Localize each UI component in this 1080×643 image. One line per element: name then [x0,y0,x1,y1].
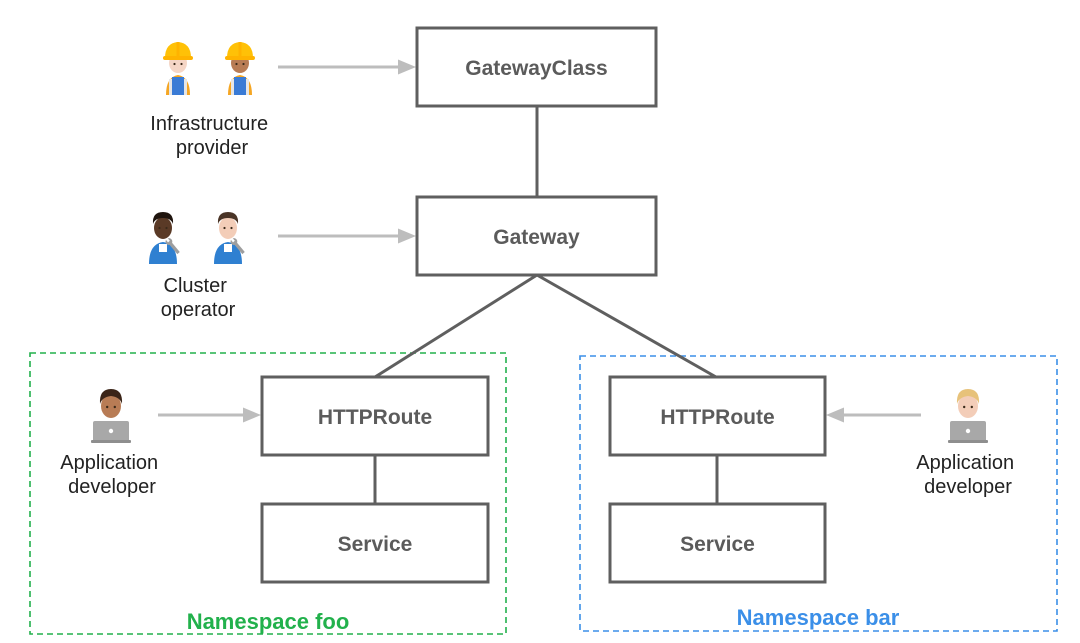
edge-gateway-httproute-foo [374,273,538,379]
arrow-appdev-bar-to-httproute [826,407,921,423]
technologist-icon [91,389,131,443]
arrow-operator-to-gateway [278,228,416,244]
service-foo-node: Service [260,502,490,584]
service-bar-node: Service [608,502,827,584]
gatewayclass-label: GatewayClass [465,57,607,80]
mechanic-icon [149,212,182,264]
httproute-foo-label: HTTPRoute [318,406,432,429]
application-developer-bar-label: Application developer [916,452,1019,498]
infrastructure-provider-label: Infrastructure provider [150,113,273,159]
technologist-icon [948,389,988,443]
construction-worker-icon [163,42,193,95]
construction-worker-icon [225,42,255,95]
arrow-appdev-foo-to-httproute [158,407,261,423]
httproute-bar-node: HTTPRoute [608,375,827,457]
cluster-operator-label: Cluster operator [161,275,236,321]
namespace-bar-border [579,355,1058,632]
gatewayclass-node: GatewayClass [415,26,658,108]
namespace-foo-label: Namespace foo [187,609,350,634]
gateway-node: Gateway [415,195,658,277]
mechanic-icon [214,212,247,264]
namespace-bar-label: Namespace bar [737,605,900,630]
namespace-foo-border [29,352,507,635]
service-bar-label: Service [680,533,755,556]
httproute-foo-node: HTTPRoute [260,375,490,457]
service-foo-label: Service [338,533,413,556]
application-developer-foo-label: Application developer [60,452,163,498]
edge-gateway-httproute-bar [536,273,717,379]
httproute-bar-label: HTTPRoute [660,406,774,429]
gateway-label: Gateway [493,226,580,249]
arrow-infrastructure-to-gatewayclass [278,59,416,75]
